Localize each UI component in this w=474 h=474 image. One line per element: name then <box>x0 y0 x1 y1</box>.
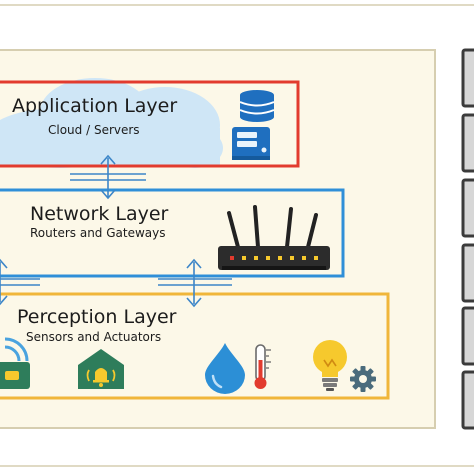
connector-network-perception-left <box>0 258 40 306</box>
application-layer-subtitle: Cloud / Servers <box>48 123 140 137</box>
thermometer-icon <box>254 344 271 389</box>
connector-app-network <box>70 154 146 200</box>
gear-icon <box>350 366 376 392</box>
network-layer-title: Network Layer <box>30 203 169 225</box>
lightbulb-icon <box>313 340 347 391</box>
network-layer-box <box>0 188 345 278</box>
side-panel-button[interactable] <box>461 113 474 173</box>
database-icon <box>239 90 275 122</box>
side-panel-button[interactable] <box>461 306 474 366</box>
side-panel-button[interactable] <box>461 178 474 238</box>
side-panel-button[interactable] <box>461 243 474 303</box>
router-icon <box>218 205 330 270</box>
application-layer-box <box>0 80 300 168</box>
server-icon <box>232 127 270 160</box>
network-layer-subtitle: Routers and Gateways <box>30 226 166 240</box>
perception-layer-subtitle: Sensors and Actuators <box>26 330 162 344</box>
side-panel <box>461 48 474 430</box>
application-layer-title: Application Layer <box>12 95 178 117</box>
connector-network-perception-middle <box>158 258 232 308</box>
alarm-bell-house-icon <box>78 349 124 389</box>
water-drop-icon <box>205 343 245 394</box>
side-panel-button[interactable] <box>461 48 474 108</box>
side-panel-button[interactable] <box>461 370 474 430</box>
wireless-sensor-icon <box>0 337 30 389</box>
perception-layer-title: Perception Layer <box>17 306 177 328</box>
cloud-shape <box>0 78 223 168</box>
perception-layer-box <box>0 292 390 400</box>
